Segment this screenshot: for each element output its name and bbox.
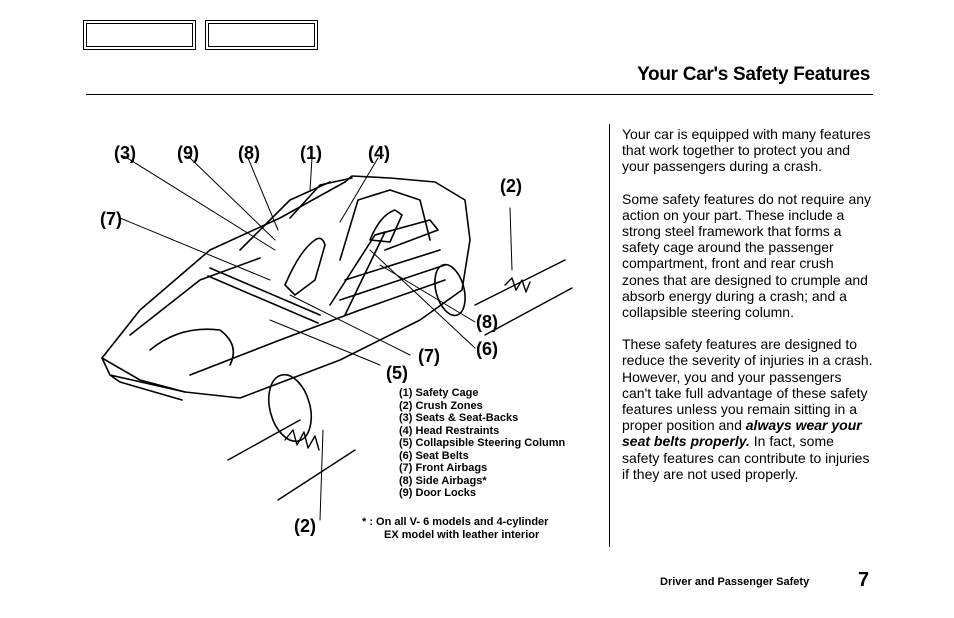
- legend-item: (1) Safety Cage: [399, 387, 479, 399]
- callout-2-bottom: (2): [294, 516, 316, 536]
- legend-item: (6) Seat Belts: [399, 449, 469, 462]
- paragraph-2: Some safety features do not require any …: [622, 190, 872, 321]
- paragraph-3-end: In fact, some safety features can contri…: [622, 433, 870, 482]
- legend-item: (2) Crush Zones: [399, 399, 483, 412]
- front-crush-line-2: [277, 449, 356, 501]
- front-seat: [284, 237, 326, 296]
- callout-7-mid: (7): [418, 346, 440, 366]
- figure-legend: (1) Safety Cage (2) Crush Zones (3) Seat…: [399, 387, 565, 500]
- car-body-outline: [101, 175, 471, 399]
- paragraph-1: Your car is equipped with many features …: [622, 126, 871, 175]
- dash-bar: [207, 267, 321, 324]
- callout-3: (3): [114, 143, 136, 163]
- figure-footnote: * : On all V- 6 models and 4-cylinder EX…: [362, 516, 548, 541]
- paragraph-3-start: These safety features are designed to re…: [622, 336, 873, 434]
- front-crush-spring: [284, 429, 320, 451]
- legend-item: (4) Head Restraints: [399, 424, 500, 437]
- paragraph-3: These safety features are designed to re…: [622, 336, 874, 482]
- cage-bars: [339, 219, 446, 301]
- b-pillar: [329, 231, 386, 316]
- column-divider: [609, 124, 610, 547]
- legend-item: (9) Door Locks: [399, 487, 477, 499]
- rear-crush-spring: [504, 277, 531, 293]
- footer-section-name: Driver and Passenger Safety: [660, 576, 810, 588]
- front-bumper: [101, 357, 186, 401]
- car-roof: [239, 177, 431, 261]
- callout-9: (9): [177, 143, 199, 163]
- rear-wheel: [434, 263, 466, 317]
- callout-2-top: (2): [500, 176, 522, 196]
- page-number: 7: [858, 569, 870, 591]
- callout-4: (4): [368, 143, 390, 163]
- car-safety-illustration: [101, 155, 573, 521]
- callout-8-right: (8): [476, 312, 498, 332]
- engine-bay: [149, 328, 235, 366]
- seat-belt-emphasis: always wear your seat belts properly.: [622, 417, 862, 450]
- front-crush-line-1: [227, 419, 301, 461]
- nav-tab-1[interactable]: [83, 20, 196, 50]
- car-sill: [189, 279, 446, 376]
- callout-5: (5): [386, 363, 408, 383]
- page-title: Your Car's Safety Features: [637, 64, 870, 85]
- footnote-line-2: EX model with leather interior: [384, 528, 540, 541]
- legend-item: (5) Collapsible Steering Column: [399, 437, 566, 449]
- hood-line: [129, 257, 261, 336]
- legend-item: (3) Seats & Seat-Backs: [399, 412, 519, 424]
- title-rule: [86, 94, 873, 95]
- callout-8-top: (8): [238, 143, 260, 163]
- nav-tab-2[interactable]: [205, 20, 318, 50]
- footnote-line-1: * : On all V- 6 models and 4-cylinder: [362, 516, 549, 528]
- callout-7-left: (7): [100, 209, 122, 229]
- rear-crush-line-2: [484, 287, 573, 336]
- legend-item: (8) Side Airbags*: [399, 474, 487, 487]
- callout-1: (1): [300, 143, 322, 163]
- callout-6: (6): [476, 339, 498, 359]
- legend-item: (7) Front Airbags: [399, 462, 488, 474]
- body-text: Your car is equipped with many features …: [622, 126, 874, 498]
- rear-seat: [369, 209, 403, 243]
